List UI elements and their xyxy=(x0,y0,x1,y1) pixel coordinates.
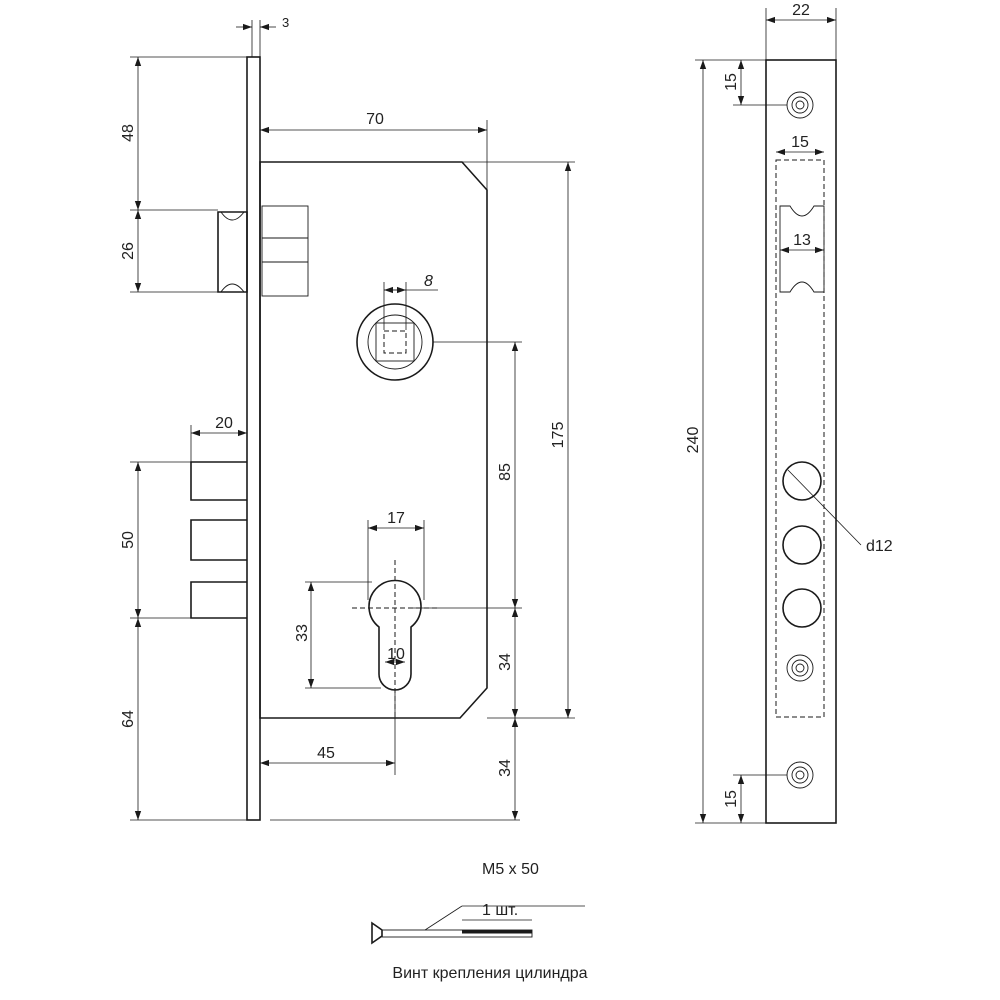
bolt-hole-3 xyxy=(782,588,822,628)
screw-hole-middle xyxy=(786,654,814,682)
dim-bottom-bolt-to-end: 64 xyxy=(120,710,137,728)
dim-faceplate-width: 22 xyxy=(792,2,810,19)
latch-bolt xyxy=(217,205,309,297)
dim-top-to-latch: 48 xyxy=(120,124,137,142)
side-view: 22 15 15 13 240 d12 15 xyxy=(685,2,893,824)
dim-backset: 45 xyxy=(317,745,335,762)
bolt-hole-2 xyxy=(782,525,822,565)
faceplate-side xyxy=(765,59,837,824)
side-dimension-lines xyxy=(699,16,862,823)
dim-case-width: 70 xyxy=(366,111,384,128)
dim-cylinder-slot: 10 xyxy=(387,646,405,663)
dim-top-hole-offset: 15 xyxy=(723,73,740,91)
dim-cylinder-height: 33 xyxy=(294,624,311,642)
dead-bolts xyxy=(190,461,247,619)
bolt-hole-1 xyxy=(782,461,822,501)
dim-faceplate-length: 240 xyxy=(685,427,702,454)
screw-size: M5 x 50 xyxy=(482,861,539,878)
front-dimension-lines xyxy=(134,23,572,820)
front-extension-lines xyxy=(130,20,575,821)
screw-quantity: 1 шт. xyxy=(482,902,518,919)
cylinder-cutout xyxy=(368,579,422,691)
screw-hole-top xyxy=(786,91,814,119)
dim-latch-width: 13 xyxy=(793,232,811,249)
latch-slot xyxy=(779,205,825,293)
dim-case-bottom-to-end: 34 xyxy=(497,759,514,777)
dim-bolt-throw: 20 xyxy=(215,415,233,432)
dim-cylinder-width: 17 xyxy=(387,510,405,527)
dim-bottom-hole-offset: 15 xyxy=(723,790,740,808)
latch-window xyxy=(775,159,825,718)
screw-hole-bottom xyxy=(786,761,814,789)
screw-caption: Винт крепления цилиндра xyxy=(392,965,587,982)
spindle-hub xyxy=(356,303,434,381)
dim-spindle-square: 8 xyxy=(424,273,433,290)
dim-latch-window-width: 15 xyxy=(791,134,809,151)
dim-cylinder-to-case-bottom: 34 xyxy=(497,653,514,671)
dim-faceplate-thickness: 3 xyxy=(282,15,289,30)
dim-bolt-hole: d12 xyxy=(866,538,893,555)
dim-spindle-to-cylinder: 85 xyxy=(497,463,514,481)
cylinder-screw: M5 x 50 1 шт. Винт крепления цилиндра xyxy=(371,861,588,982)
front-view: 3 48 26 70 8 175 85 20 50 17 33 10 34 64… xyxy=(120,15,575,821)
dim-case-height: 175 xyxy=(550,422,567,449)
dim-bolts-span: 50 xyxy=(120,531,137,549)
dim-latch-height: 26 xyxy=(120,242,137,260)
faceplate-front xyxy=(246,56,261,821)
